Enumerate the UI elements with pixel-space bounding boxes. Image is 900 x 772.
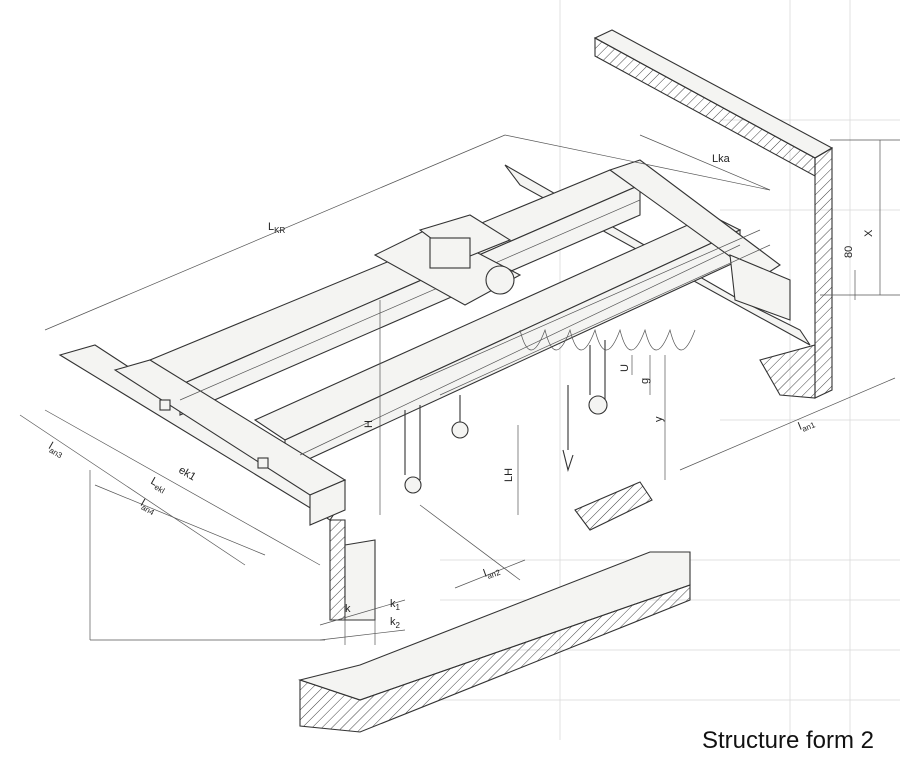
label-k: k <box>345 603 351 615</box>
label-ek1: ek1 <box>177 464 198 483</box>
label-k2: k2 <box>390 616 401 630</box>
label-y: y <box>653 416 665 422</box>
label-l-an1: lan1 <box>797 416 817 435</box>
hoist-trolley <box>373 214 522 306</box>
floor-block <box>298 481 691 733</box>
label-k1: k1 <box>390 598 401 612</box>
caption: Structure form 2 <box>701 727 874 754</box>
label-l-kr: LKR <box>268 221 285 235</box>
label-lh: LH <box>503 468 515 482</box>
label-u: U <box>619 364 631 372</box>
label-g: g <box>639 378 651 384</box>
label-l-an2: lan2 <box>482 563 502 582</box>
left-wall <box>329 519 376 621</box>
hook-blocks <box>404 328 696 494</box>
label-80: 80 <box>843 246 855 258</box>
label-x: X <box>863 229 875 237</box>
dimension-lines <box>19 134 900 645</box>
background-grid <box>440 0 900 740</box>
crane-bridge <box>58 159 811 526</box>
label-h: H <box>363 420 375 428</box>
right-wall <box>593 29 834 399</box>
label-l-an3: lan3 <box>46 440 67 460</box>
label-lka: Lka <box>712 153 731 165</box>
